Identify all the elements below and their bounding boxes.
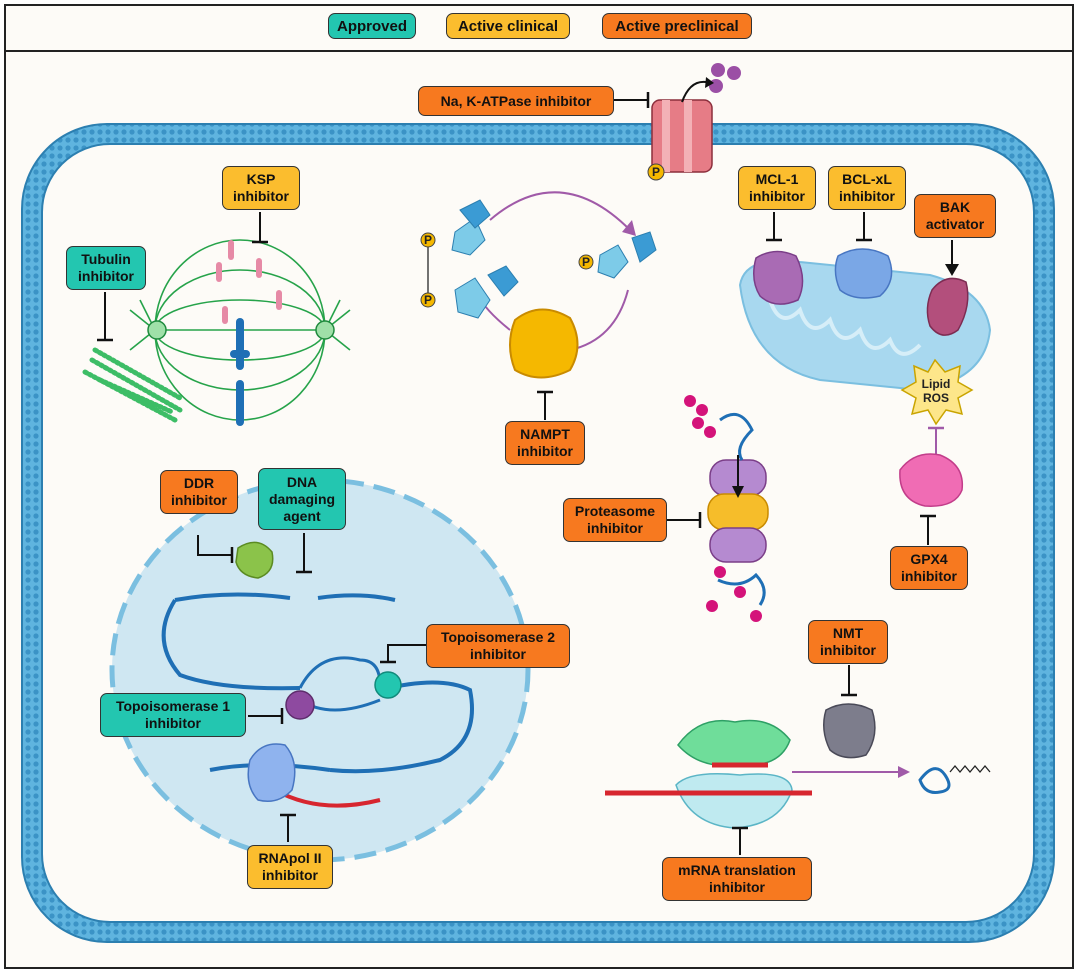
ribosome <box>605 719 812 829</box>
legend-active-clinical-label: Active clinical <box>457 17 559 35</box>
proteasome-inhibitor-text: Proteasome inhibitor <box>574 503 656 536</box>
gpx4-inhibitor-text: GPX4 inhibitor <box>901 551 957 584</box>
ksp-inhibitor-text: KSP inhibitor <box>233 171 289 204</box>
legend-approved: Approved <box>328 13 416 39</box>
ddr-inhibit-line <box>197 535 232 556</box>
nmt-enzyme <box>823 703 876 759</box>
nampt-inhibitor-label: NAMPT inhibitor <box>505 421 585 465</box>
dna-damaging-agent-label: DNA damaging agent <box>258 468 346 530</box>
nampt-enzyme <box>509 308 579 379</box>
ksp-inhibitor-label: KSP inhibitor <box>222 166 300 210</box>
ubiquitin-chain <box>684 395 762 622</box>
topoisomerase-2-inhibitor-text: Topoisomerase 2 inhibitor <box>440 629 556 662</box>
na-k-atpase-channel <box>647 63 741 181</box>
phosphate-label: P <box>651 165 660 179</box>
bclxl-protein <box>834 248 893 299</box>
mrna-translation-inhibitor-text: mRNA translation inhibitor <box>678 862 796 895</box>
legend-active-preclinical: Active preclinical <box>602 13 752 39</box>
chromosomes <box>230 318 250 426</box>
proteasome <box>707 412 769 606</box>
rnapol-ii-inhibitor-text: RNApol II inhibitor <box>258 850 322 883</box>
bak-activate-arrowhead <box>945 264 959 276</box>
dna-damaging-agent-text: DNA damaging agent <box>268 473 336 524</box>
nascent-protein <box>918 767 951 794</box>
topoisomerase-1-inhibitor-label: Topoisomerase 1 inhibitor <box>100 693 246 737</box>
legend-active-preclinical-label: Active preclinical <box>615 17 739 35</box>
legend-approved-label: Approved <box>336 17 407 35</box>
rnapol-ii-inhibitor-label: RNApol II inhibitor <box>247 845 333 889</box>
nad-cycle <box>420 191 657 351</box>
lipid-ros-burst <box>900 358 974 426</box>
topoisomerase-1 <box>285 690 315 720</box>
ddr-inhibitor-text: DDR inhibitor <box>171 475 227 508</box>
ddr-inhibitor-label: DDR inhibitor <box>160 470 238 514</box>
translation-arrowhead <box>898 766 910 778</box>
na-k-atpase-inhibitor-text: Na, K-ATPase inhibitor <box>440 92 592 109</box>
mrna-translation-inhibitor-label: mRNA translation inhibitor <box>662 857 812 901</box>
phosphate-label: P <box>581 255 590 269</box>
na-k-atpase-inhibitor-label: Na, K-ATPase inhibitor <box>418 86 614 116</box>
mcl1-protein <box>753 250 804 305</box>
topoisomerase-2 <box>374 671 402 699</box>
rna-polymerase-2 <box>247 743 296 802</box>
bclxl-inhibitor-label: BCL-xL inhibitor <box>828 166 906 210</box>
proteasome-inhibitor-label: Proteasome inhibitor <box>563 498 667 542</box>
ksp-motor-proteins <box>216 240 282 324</box>
nmt-inhibitor-label: NMT inhibitor <box>808 620 888 664</box>
microtubule-bundle <box>82 347 183 423</box>
topo2-inhibit-line <box>387 644 426 662</box>
gpx4-protein <box>899 453 964 507</box>
tubulin-inhibitor-text: Tubulin inhibitor <box>78 251 134 284</box>
topoisomerase-2-inhibitor-label: Topoisomerase 2 inhibitor <box>426 624 570 668</box>
mcl1-inhibitor-text: MCL-1 inhibitor <box>749 171 805 204</box>
gpx4-inhibitor-label: GPX4 inhibitor <box>890 546 968 590</box>
bak-activator-label: BAK activator <box>914 194 996 238</box>
lipid-ros-label: Lipid ROS <box>921 377 951 405</box>
centrosome-right <box>315 320 335 340</box>
bak-activator-text: BAK activator <box>925 199 985 232</box>
myristoyl-tail <box>949 764 991 774</box>
phosphate-label: P <box>423 233 432 247</box>
phosphate-label: P <box>423 293 432 307</box>
nmt-inhibitor-text: NMT inhibitor <box>820 625 876 658</box>
tubulin-inhibitor-label: Tubulin inhibitor <box>66 246 146 290</box>
topoisomerase-1-inhibitor-text: Topoisomerase 1 inhibitor <box>115 698 231 731</box>
mcl1-inhibitor-label: MCL-1 inhibitor <box>738 166 816 210</box>
bclxl-inhibitor-text: BCL-xL inhibitor <box>839 171 895 204</box>
legend-divider <box>4 50 1074 52</box>
legend-active-clinical: Active clinical <box>446 13 570 39</box>
nampt-inhibitor-text: NAMPT inhibitor <box>517 426 573 459</box>
bak-protein <box>926 277 969 336</box>
ddr-protein <box>235 541 274 579</box>
centrosome-left <box>147 320 167 340</box>
